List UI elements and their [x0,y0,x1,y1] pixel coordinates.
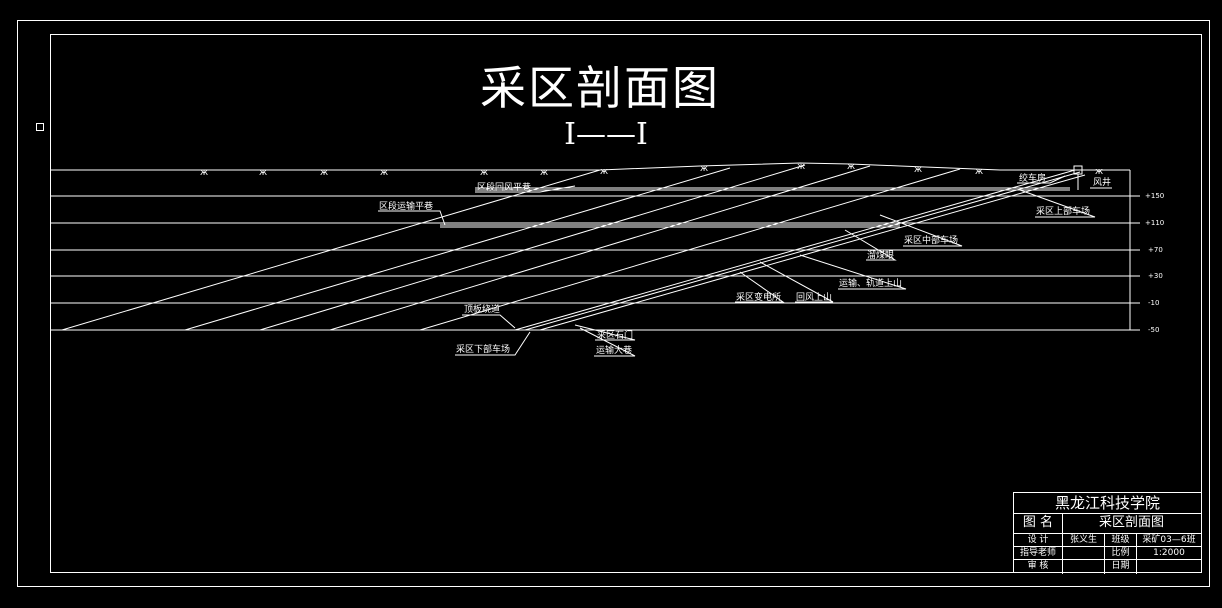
coal-seam [184,167,731,331]
advisor-label: 指导老师 [1019,548,1056,558]
leader-line [844,229,897,261]
coal-seam [419,168,961,331]
elevation-label: +30 [1148,272,1163,280]
leader-line [475,185,576,193]
surface-mark: ж [259,168,267,178]
leader-line [579,327,636,357]
return-incline [524,171,1081,331]
leader-line [879,214,963,247]
design-label: 设 计 [1027,535,1049,545]
title-block-name-row: 图 名 采区剖面图 [1014,513,1201,534]
tb-divider [1136,533,1137,574]
surface-mark: ж [700,164,708,174]
elevation-label: +70 [1148,246,1163,254]
surface-mark: ж [975,167,983,177]
label-upper-yard: 采区上部车场 [1036,207,1091,217]
drawing-title: 采区剖面图 [480,61,720,115]
elevation-label: -50 [1148,326,1160,334]
label-car-station: 采区变电所 [736,293,782,303]
tb-divider [1104,533,1105,574]
label-middle-yard: 采区中部车场 [904,236,959,246]
label-return-air-roadway: 区段回风平巷 [477,183,532,193]
designer: 张义生 [1069,535,1097,545]
leader-line [735,271,785,303]
title-block: 黑龙江科技学院 图 名 采区剖面图 设 计 张义生 班级 采矿03—6班 指导老… [1013,492,1202,574]
label-coal-bin: 溜煤眼 [867,251,895,261]
elevation-label: -10 [1148,299,1160,307]
inner-frame [50,34,1202,573]
outer-frame [17,20,1210,587]
label-roof-roadway: 顶板绕道 [464,305,501,315]
corner-marker [36,123,44,131]
elevation-label: +110 [1145,219,1165,227]
label-air-shaft: 风井 [1093,178,1112,188]
label-crosscut: 采区石门 [597,331,634,341]
scale-value: 1:2000 [1153,548,1185,558]
section-label: I——I [564,117,648,152]
coal-seam [329,165,871,331]
leader-line [574,324,636,341]
label-haulage-track-incline: 运输、轨道上山 [839,279,903,289]
label-return-incline: 回风上山 [796,293,833,303]
surface-mark: ж [380,168,388,178]
label-haulage-roadway: 区段运输平巷 [379,202,434,212]
leader-line [455,331,531,356]
surface-mark: ж [1095,167,1103,177]
surface-mark: ж [480,168,488,178]
ground-surface [51,162,1130,171]
tb-divider [1014,546,1201,547]
surface-mark: ж [847,162,855,172]
label-winch-room: 绞车房 [1019,174,1047,184]
review-label: 审 核 [1027,561,1049,571]
leader-line [378,210,446,226]
surface-mark: ж [914,165,922,175]
school-name: 黑龙江科技学院 [1014,493,1201,514]
coal-seam [259,164,806,331]
track-incline [539,174,1086,331]
tb-divider [1062,513,1063,574]
leader-line [799,254,907,290]
leader-line [759,261,834,303]
leader-line [462,314,516,329]
drawing-name: 采区剖面图 [1098,515,1164,530]
surface-mark: ж [320,168,328,178]
surface-mark: ж [540,168,548,178]
leader-line [1019,189,1096,218]
label-main-haulage: 运输大巷 [596,346,633,356]
class-label: 班级 [1111,535,1130,545]
class-value: 采矿03—6班 [1142,535,1196,545]
surface-mark: ж [600,167,608,177]
elevation-label: +150 [1145,192,1165,200]
surface-mark: ж [797,162,805,172]
leader-line [1017,175,1066,184]
drawing-name-label: 图 名 [1022,515,1054,530]
date-label: 日期 [1111,561,1130,571]
scale-label: 比例 [1111,548,1130,558]
coal-seam [61,169,601,331]
tb-divider [1014,559,1201,560]
label-lower-yard: 采区下部车场 [456,345,511,355]
surface-mark: ж [200,168,208,178]
haulage-incline [514,169,1076,331]
